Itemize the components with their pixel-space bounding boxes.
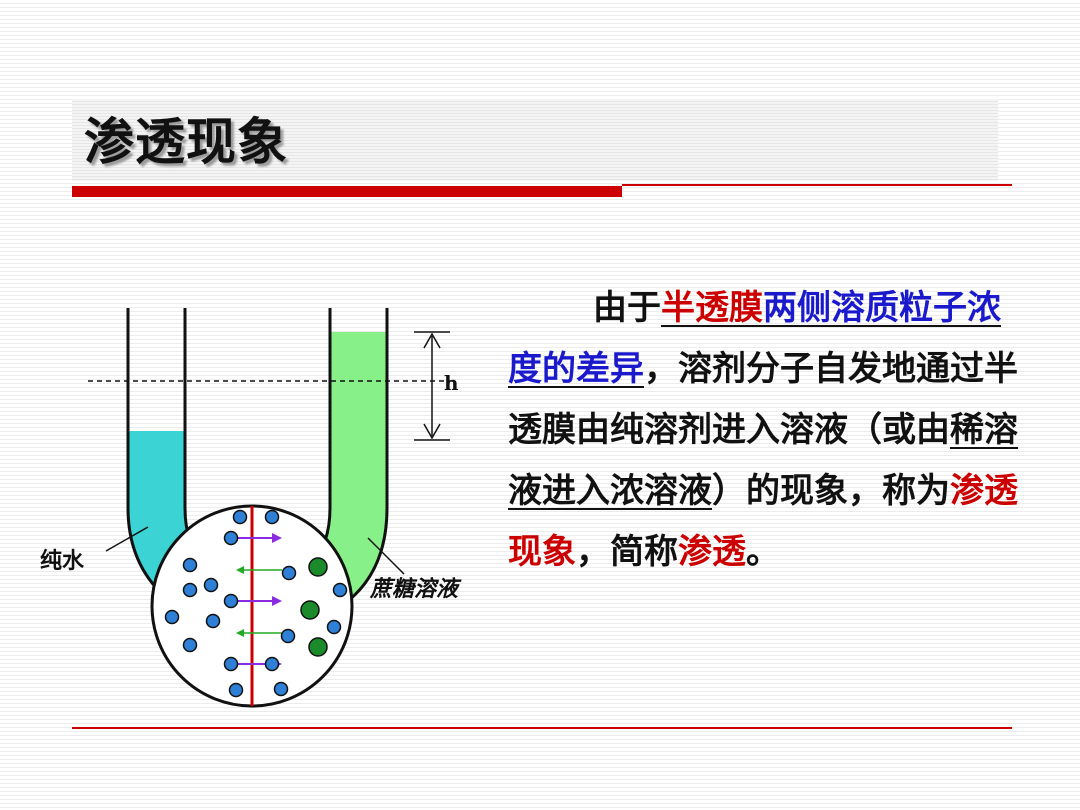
text-segment: 由于 bbox=[593, 288, 661, 328]
footer-rule bbox=[72, 727, 1012, 729]
pure-water-label: 纯水 bbox=[40, 548, 85, 574]
text-segment: ）的现象，称为 bbox=[712, 471, 950, 511]
arrow-left-2 bbox=[236, 629, 282, 637]
solvent-particle bbox=[280, 628, 296, 644]
solvent-particle bbox=[223, 593, 239, 609]
height-arrow-up bbox=[423, 332, 441, 349]
solute-particles bbox=[300, 557, 328, 657]
osmosis-phenomenon-term: 渗透现象 bbox=[508, 471, 1018, 572]
semipermeable-membrane-term: 半透膜 bbox=[661, 288, 763, 328]
sucrose-solution-label: 蔗糖溶液 bbox=[369, 576, 462, 602]
solute-particle bbox=[308, 637, 328, 657]
solvent-particle bbox=[264, 509, 280, 525]
osmosis-term: 渗透 bbox=[678, 532, 746, 572]
solvent-particle bbox=[332, 582, 348, 598]
solvent-particle bbox=[164, 609, 180, 625]
text-segment: ，简称 bbox=[576, 532, 678, 572]
slide-title: 渗透现象 bbox=[84, 113, 288, 171]
concentration-difference-term: 两侧溶质粒子浓度的差异 bbox=[508, 288, 1001, 389]
solvent-particle bbox=[228, 682, 244, 698]
solute-particle bbox=[308, 557, 328, 577]
solvent-particle bbox=[264, 656, 280, 672]
title-underline-thick bbox=[72, 186, 622, 197]
solvent-particle bbox=[273, 681, 289, 697]
solvent-particles bbox=[164, 509, 348, 698]
title-band bbox=[72, 99, 998, 181]
title-underline-thin bbox=[622, 184, 1012, 186]
solvent-particle bbox=[182, 637, 198, 653]
height-label: h bbox=[444, 371, 459, 395]
arrow-right-2 bbox=[238, 596, 282, 606]
solvent-particle bbox=[223, 530, 239, 546]
sucrose-leader-line bbox=[367, 537, 405, 575]
height-arrow-down bbox=[423, 423, 441, 440]
solvent-particle bbox=[203, 577, 219, 593]
arrow-right-1 bbox=[238, 533, 282, 543]
osmosis-definition-text: 由于半透膜两侧溶质粒子浓度的差异，溶剂分子自发地通过半透膜由纯溶剂进入溶液（或由… bbox=[508, 278, 1018, 583]
text-segment: 。 bbox=[746, 532, 780, 572]
pure-water-leader-line bbox=[105, 526, 149, 552]
solvent-particle bbox=[223, 656, 239, 672]
text-segment: ，溶剂分子自发地通过半透膜由纯溶剂进入溶液（或由 bbox=[508, 349, 1018, 450]
solvent-particle bbox=[182, 557, 198, 573]
solvent-particle bbox=[232, 509, 248, 525]
solvent-particle bbox=[182, 582, 198, 598]
solvent-particle bbox=[326, 619, 342, 635]
solvent-particle bbox=[281, 565, 297, 581]
solvent-particle bbox=[205, 613, 221, 629]
solute-particle bbox=[300, 600, 320, 620]
dilute-to-concentrated-term: 稀溶液进入浓溶液 bbox=[508, 410, 1018, 511]
arrow-left-1 bbox=[236, 566, 282, 574]
